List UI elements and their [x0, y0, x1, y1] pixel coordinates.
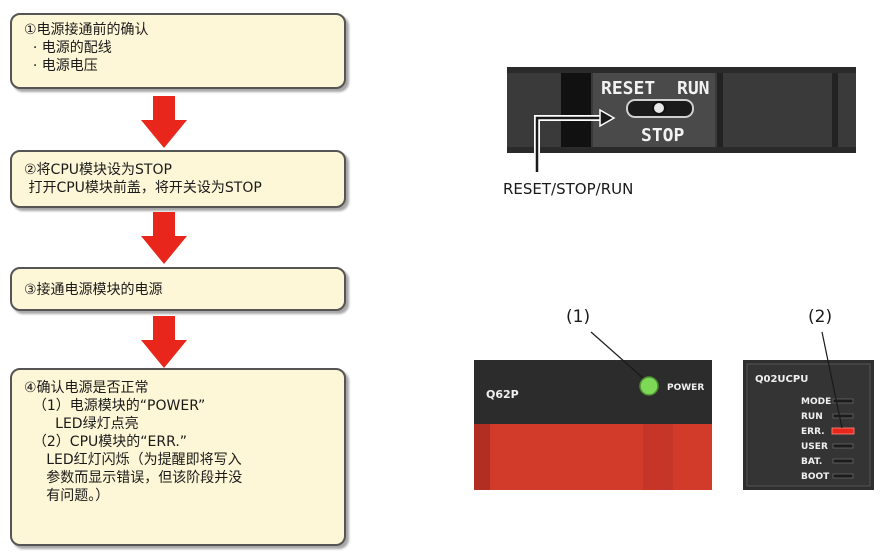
step-4-line-5: LED红灯闪烁（为提醒即将写入 [24, 452, 242, 468]
step-3-line-1: ③接通电源模块的电源 [24, 282, 163, 298]
run-led-icon [832, 413, 854, 419]
step-4-line-1: ④确认电源是否正常 [24, 380, 149, 396]
step-1-box: ①电源接通前的确认 · 电源的配线 · 电源电压 [10, 13, 346, 89]
power-module-model: Q62P [486, 388, 519, 401]
cpu-led-label-run: RUN [801, 412, 823, 422]
down-arrow-icon [141, 96, 187, 148]
step-2-box: ②将CPU模块设为STOP 打开CPU模块前盖，将开关设为STOP [10, 150, 346, 208]
user-led-icon [832, 443, 854, 449]
step-2-line-2: 打开CPU模块前盖，将开关设为STOP [24, 180, 262, 196]
callout-1-label: (1) [566, 307, 591, 327]
power-led-icon [639, 376, 659, 396]
err-led-icon [831, 427, 855, 435]
switch-label-reset: RESET [601, 78, 655, 99]
step-1-line-2: · 电源的配线 [24, 40, 112, 56]
cpu-switch-photo: RESET RUN STOP [507, 67, 856, 153]
step-2-line-1: ②将CPU模块设为STOP [24, 162, 172, 178]
cpu-led-label-err: ERR. [801, 427, 825, 437]
down-arrow-icon [141, 212, 187, 264]
cpu-led-label-boot: BOOT [801, 472, 830, 482]
bat-led-icon [832, 458, 854, 464]
switch-caption: RESET/STOP/RUN [503, 180, 634, 198]
power-module-photo: Q62P POWER [474, 360, 712, 490]
down-arrow-icon [141, 316, 187, 368]
step-4-line-3: LED绿灯点亮 [24, 416, 139, 432]
cpu-led-label-user: USER [801, 442, 828, 452]
step-4-line-7: 有问题。） [24, 488, 110, 504]
cpu-led-label-mode: MODE [801, 397, 831, 407]
callout-2-label: (2) [808, 307, 833, 327]
switch-label-stop: STOP [641, 125, 685, 146]
cpu-module-photo: Q02UCPU MODE RUN ERR. USER BAT. BOOT [743, 360, 874, 490]
cpu-module-model: Q02UCPU [755, 374, 808, 385]
cpu-led-label-bat: BAT. [801, 457, 822, 467]
step-4-line-4: （2）CPU模块的“ERR.” [24, 434, 188, 450]
step-4-line-6: 参数而显示错误，但该阶段并没 [24, 470, 243, 486]
switch-label-run: RUN [677, 78, 710, 99]
step-4-box: ④确认电源是否正常 （1）电源模块的“POWER” LED绿灯点亮 （2）CPU… [10, 368, 346, 546]
boot-led-icon [832, 473, 854, 479]
step-3-box: ③接通电源模块的电源 [10, 267, 346, 311]
step-4-line-2: （1）电源模块的“POWER” [24, 398, 206, 414]
power-led-label: POWER [667, 383, 704, 393]
step-1-line-3: · 电源电压 [24, 58, 98, 74]
mode-led-icon [832, 398, 854, 404]
step-1-line-1: ①电源接通前的确认 [24, 22, 149, 38]
